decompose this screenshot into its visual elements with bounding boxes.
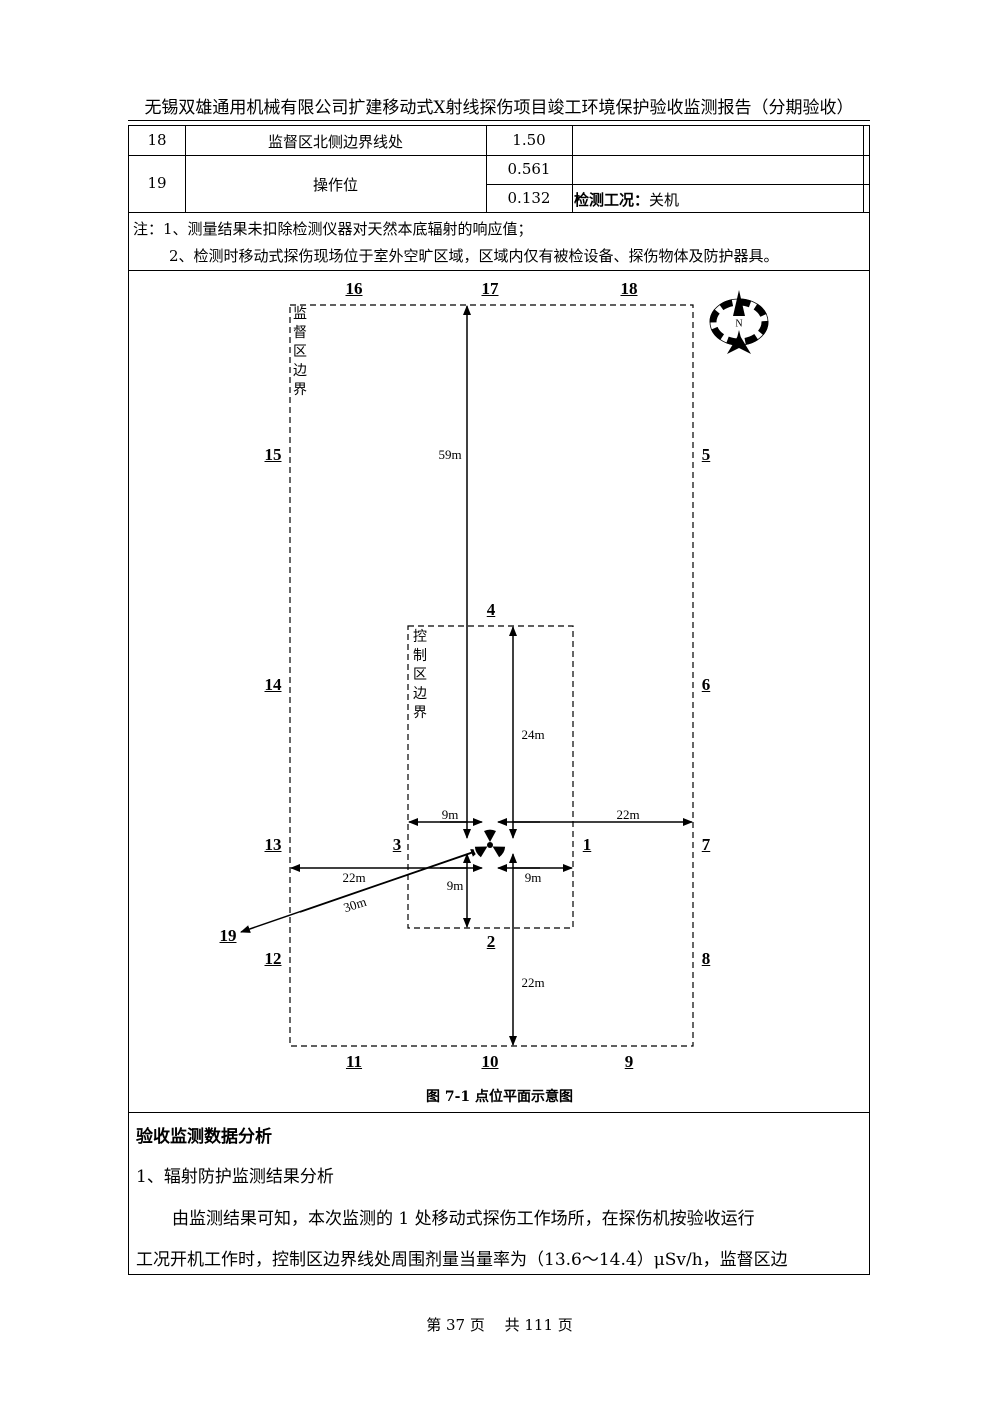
row-divider	[129, 1112, 869, 1113]
control-zone-boundary	[407, 625, 574, 929]
point-label: 19	[219, 926, 237, 945]
col-divider	[572, 126, 573, 212]
section-heading: 验收监测数据分析	[136, 1127, 272, 1147]
report-table: 18 监督区北侧边界线处 1.50 19 操作位 0.561 0.132 检测工…	[128, 125, 870, 1275]
distance-label: 22m	[616, 807, 640, 822]
radiation-source-icon	[473, 828, 507, 862]
condition-value: 关机	[649, 191, 680, 209]
point-label: 16	[345, 279, 363, 298]
distance-label: 9m	[446, 878, 464, 893]
header-rule	[128, 120, 870, 121]
row-location: 监督区北侧边界线处	[267, 133, 403, 151]
point-label: 17	[481, 279, 499, 298]
report-header: 无锡双雄通用机械有限公司扩建移动式X射线探伤项目竣工环境保护验收监测报告（分期验…	[144, 98, 854, 118]
row-divider	[129, 212, 869, 213]
paragraph-line: 工况开机工作时，控制区边界线处周围剂量当量率为（13.6～14.4）μSv/h，…	[136, 1250, 788, 1270]
north-label: N	[735, 318, 743, 330]
figure-caption: 图 7-1 点位平面示意图	[425, 1089, 574, 1105]
distance-label: 24m	[521, 727, 545, 742]
row-divider	[129, 270, 869, 271]
row-value: 1.50	[512, 131, 546, 149]
point-label: 15	[264, 445, 282, 464]
page-footer: 第 37 页 共 111 页	[426, 1316, 573, 1334]
point-label: 13	[264, 835, 282, 854]
control-zone-label: 控制区边界	[413, 629, 427, 721]
point-label: 11	[345, 1052, 363, 1071]
point-label: 8	[701, 949, 711, 968]
supervised-zone-boundary	[289, 304, 694, 1047]
col-divider	[486, 126, 487, 212]
point-label: 4	[486, 600, 496, 619]
point-label: 3	[392, 835, 402, 854]
distance-label: 59m	[438, 447, 462, 462]
note-2: 2、检测时移动式探伤现场位于室外空旷区域，区域内仅有被检设备、探伤物体及防护器具…	[169, 247, 779, 265]
point-label: 9	[624, 1052, 634, 1071]
row-no: 18	[147, 131, 167, 149]
distance-arrows	[240, 305, 693, 1046]
row-value: 0.132	[507, 189, 551, 207]
supervised-zone-label: 监督区边界	[293, 306, 307, 398]
distance-label: 9m	[524, 870, 542, 885]
col-divider	[863, 126, 864, 212]
point-label: 7	[701, 835, 711, 854]
condition: 检测工况：关机	[574, 189, 679, 210]
paragraph-line: 由监测结果可知，本次监测的 1 处移动式探伤工作场所，在探伤机按验收运行	[172, 1209, 755, 1229]
note-1: 注：1、测量结果未扣除检测仪器对天然本底辐射的响应值；	[133, 220, 533, 238]
point-label: 14	[264, 675, 282, 694]
subsection-heading: 1、辐射防护监测结果分析	[136, 1167, 334, 1187]
row-divider	[486, 184, 869, 185]
distance-label: 22m	[521, 975, 545, 990]
point-label: 1	[582, 835, 592, 854]
distance-label: 22m	[342, 870, 366, 885]
point-label: 5	[701, 445, 711, 464]
row-no: 19	[147, 174, 167, 192]
north-arrow-icon	[709, 290, 769, 354]
point-label: 2	[486, 932, 496, 951]
col-divider	[185, 126, 186, 212]
row-location: 操作位	[312, 176, 358, 194]
row-value: 0.561	[507, 160, 551, 178]
point-label: 10	[481, 1052, 499, 1071]
row-divider	[129, 155, 869, 156]
point-label: 12	[264, 949, 282, 968]
point-label: 6	[701, 675, 711, 694]
point-label: 18	[620, 279, 638, 298]
distance-label: 9m	[441, 807, 459, 822]
condition-label: 检测工况：	[574, 191, 650, 209]
